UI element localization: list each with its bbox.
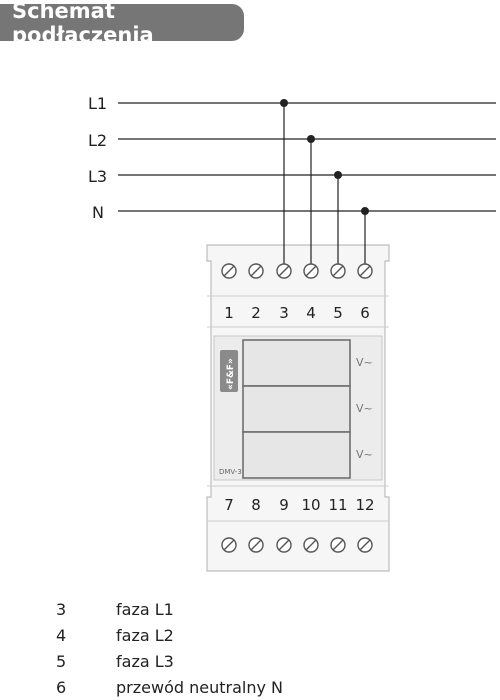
brand-logo: «F&F» — [220, 350, 238, 392]
terminal-number: 9 — [279, 496, 289, 514]
legend-text: faza L3 — [116, 651, 174, 671]
legend-number: 6 — [56, 677, 67, 697]
line-label-n: N — [92, 203, 104, 222]
line-label-l3: L3 — [88, 167, 107, 186]
terminal-screw-icon — [303, 263, 319, 279]
terminal-screw-icon — [248, 263, 264, 279]
display-window-3 — [242, 431, 351, 479]
legend-text: faza L1 — [116, 599, 174, 619]
legend-number: 5 — [56, 651, 67, 671]
legend-number: 4 — [56, 625, 67, 645]
junction-dot — [361, 207, 369, 215]
terminal-screw-icon — [330, 537, 346, 553]
terminal-screw-icon — [248, 537, 264, 553]
terminal-screw-icon — [303, 537, 319, 553]
terminal-screw-icon — [330, 263, 346, 279]
terminal-number: 5 — [333, 304, 343, 322]
legend-text: przewód neutralny N — [116, 677, 283, 697]
display-unit-1: V~ — [356, 356, 373, 369]
terminal-screw-icon — [276, 263, 292, 279]
terminal-number: 12 — [355, 496, 374, 514]
terminal-screw-icon — [221, 263, 237, 279]
terminal-screw-icon — [357, 263, 373, 279]
junction-dot — [334, 171, 342, 179]
terminal-screw-icon — [221, 537, 237, 553]
terminal-number: 2 — [251, 304, 261, 322]
legend-text: faza L2 — [116, 625, 174, 645]
terminal-screw-icon — [357, 537, 373, 553]
terminal-number: 3 — [279, 304, 289, 322]
legend-row: 5 faza L3 — [56, 648, 283, 674]
model-label: DMV-3 — [219, 468, 242, 476]
line-label-l2: L2 — [88, 131, 107, 150]
terminal-number: 4 — [306, 304, 316, 322]
junction-dot — [280, 99, 288, 107]
junction-dot — [307, 135, 315, 143]
display-window-2 — [242, 385, 351, 433]
display-unit-2: V~ — [356, 402, 373, 415]
brand-logo-text: «F&F» — [226, 358, 236, 390]
section-title-text: Schemat podłączenia — [12, 0, 154, 47]
legend-number: 3 — [56, 599, 67, 619]
legend-row: 6 przewód neutralny N — [56, 674, 283, 700]
legend-row: 4 faza L2 — [56, 622, 283, 648]
terminal-screw-icon — [276, 537, 292, 553]
terminal-number: 8 — [251, 496, 261, 514]
terminal-number: 10 — [301, 496, 320, 514]
line-label-l1: L1 — [88, 94, 107, 113]
display-window-1 — [242, 339, 351, 387]
terminal-number: 11 — [328, 496, 347, 514]
legend-row: 3 faza L1 — [56, 596, 283, 622]
terminal-number: 7 — [224, 496, 234, 514]
section-title: Schemat podłączenia — [0, 0, 244, 47]
terminal-number: 1 — [224, 304, 234, 322]
display-unit-3: V~ — [356, 448, 373, 461]
terminal-number: 6 — [360, 304, 370, 322]
terminal-legend: 3 faza L1 4 faza L2 5 faza L3 6 przewód … — [56, 596, 283, 700]
